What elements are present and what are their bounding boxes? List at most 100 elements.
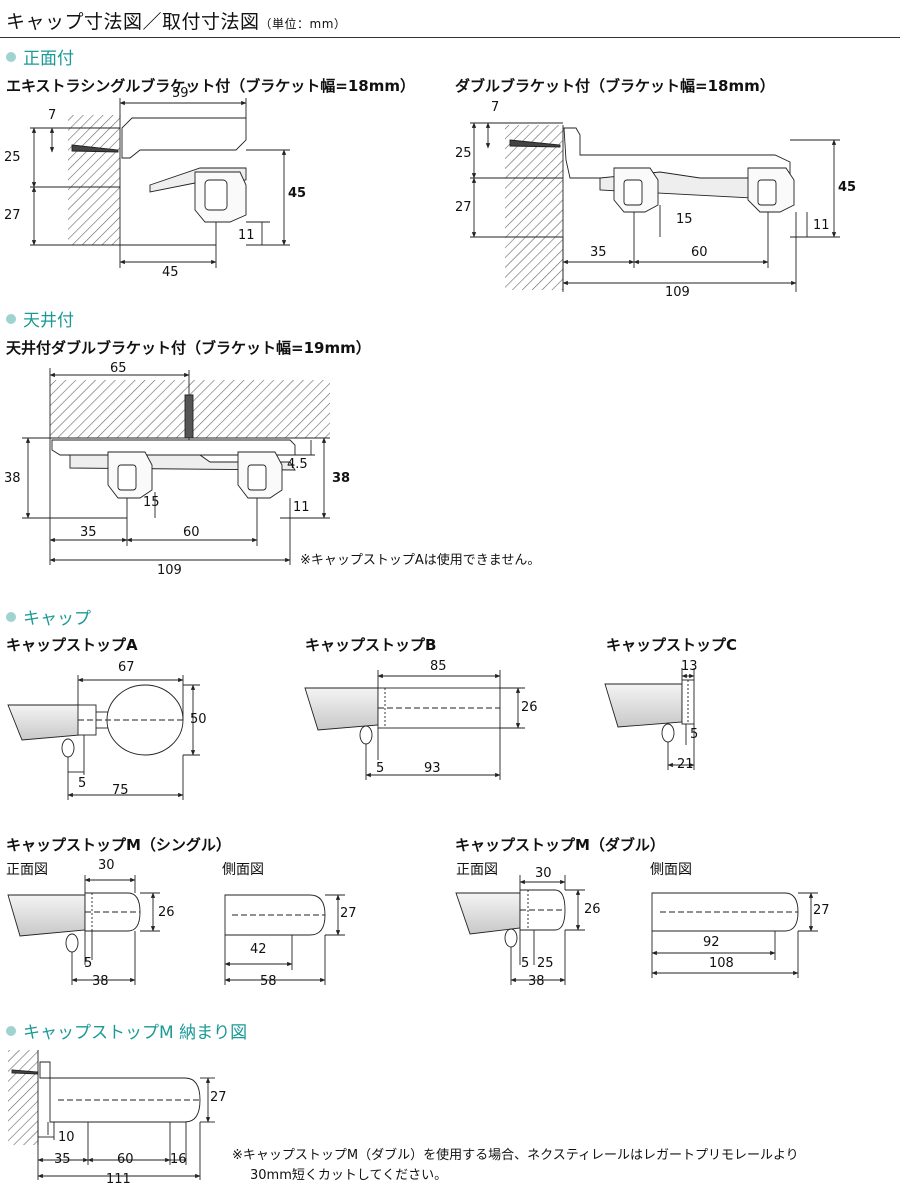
- dim-label: 45: [288, 186, 307, 201]
- subtitle-ceiling-double: 天井付ダブルブラケット付（ブラケット幅=19mm）: [6, 339, 371, 357]
- section-front: 正面付: [6, 44, 74, 69]
- dim-label: 35: [54, 1152, 71, 1167]
- section-cap-label: キャップ: [23, 609, 91, 629]
- dim-label: 35: [590, 245, 607, 260]
- dim-label: 93: [424, 761, 441, 776]
- subtitle-cap-c: キャップストップC: [606, 636, 738, 654]
- dim-label: 30: [535, 866, 552, 881]
- dim-label: 85: [430, 659, 447, 674]
- dim-label: 60: [117, 1152, 134, 1167]
- unit-label: （単位：mm）: [259, 17, 347, 31]
- dim-label: 67: [118, 660, 135, 675]
- view-label-side-single: 側面図: [222, 862, 264, 878]
- dim-label: 42: [250, 942, 267, 957]
- cap-stop-m-single-side-drawing: [224, 894, 345, 985]
- dim-label: 7: [491, 100, 500, 115]
- title-rule: [0, 37, 900, 38]
- dim-label: 111: [106, 1172, 131, 1187]
- dim-label: 27: [210, 1090, 227, 1105]
- dim-label: 50: [190, 712, 207, 727]
- dim-label: 58: [260, 974, 277, 989]
- dim-label: 75: [112, 783, 129, 798]
- dim-label: 59: [172, 86, 189, 101]
- ceiling-bracket-drawing: [22, 368, 330, 565]
- note-ceiling: ※キャップストップAは使用できません。: [300, 553, 541, 568]
- extra-single-bracket-drawing: [30, 98, 290, 268]
- dim-label: 26: [158, 905, 175, 920]
- cap-stop-m-double-front-drawing: [455, 875, 585, 985]
- subtitle-capm-single: キャップストップM（シングル）: [6, 836, 231, 854]
- dim-label: 35: [80, 525, 97, 540]
- dim-label: 45: [162, 265, 179, 280]
- cap-stop-a-drawing: [7, 675, 200, 800]
- page-title-text: キャップ寸法図／取付寸法図: [6, 11, 260, 33]
- page-title: キャップ寸法図／取付寸法図（単位：mm）: [6, 7, 346, 34]
- cap-stop-m-double-side-drawing: [651, 892, 818, 978]
- dim-label: 4.5: [287, 457, 308, 472]
- bullet-icon: [6, 52, 16, 62]
- dim-label: 5: [376, 761, 385, 776]
- cap-stop-m-fit-drawing: [8, 1050, 215, 1180]
- dim-label: 109: [157, 563, 182, 578]
- dim-label: 38: [4, 471, 21, 486]
- dim-label: 92: [703, 935, 720, 950]
- dim-label: 16: [170, 1152, 187, 1167]
- dim-label: 30: [98, 858, 115, 873]
- dim-label: 5: [521, 956, 530, 971]
- dim-label: 13: [681, 659, 698, 674]
- dim-label: 11: [813, 218, 830, 233]
- subtitle-cap-a: キャップストップA: [6, 636, 138, 654]
- view-label-front-single: 正面図: [6, 862, 48, 878]
- dim-label: 15: [676, 212, 693, 227]
- dim-label: 7: [48, 108, 57, 123]
- dim-label: 38: [332, 471, 351, 486]
- dim-label: 5: [690, 727, 699, 742]
- dim-label: 11: [293, 500, 310, 515]
- view-label-side-double: 側面図: [650, 862, 692, 878]
- dim-label: 38: [528, 974, 545, 989]
- section-capm-fit: キャップストップM 納まり図: [6, 1018, 247, 1043]
- dim-label: 38: [92, 974, 109, 989]
- dim-label: 27: [4, 208, 21, 223]
- dim-label: 65: [110, 361, 127, 376]
- note-capm-line2: 30mm短くカットしてください。: [250, 1168, 448, 1183]
- subtitle-cap-b: キャップストップB: [305, 636, 437, 654]
- dim-label: 25: [455, 146, 472, 161]
- note-capm-line1: ※キャップストップM（ダブル）を使用する場合、ネクスティレールはレガートプリモレ…: [232, 1148, 799, 1163]
- section-front-label: 正面付: [23, 49, 74, 69]
- dim-label: 60: [183, 525, 200, 540]
- double-bracket-drawing: [470, 122, 840, 292]
- dim-label: 109: [665, 285, 690, 300]
- dim-label: 10: [58, 1130, 75, 1145]
- bullet-icon: [6, 612, 16, 622]
- dim-label: 45: [838, 180, 857, 195]
- dim-label: 5: [78, 776, 87, 791]
- dim-label: 27: [340, 906, 357, 921]
- bullet-icon: [6, 1026, 16, 1036]
- dim-label: 25: [4, 150, 21, 165]
- dim-label: 21: [677, 757, 694, 772]
- dim-label: 5: [84, 956, 93, 971]
- bullet-icon: [6, 314, 16, 324]
- dim-label: 26: [521, 700, 538, 715]
- subtitle-extra-single: エキストラシングルブラケット付（ブラケット幅=18mm）: [6, 77, 415, 95]
- view-label-front-double: 正面図: [456, 862, 498, 878]
- dim-label: 26: [584, 902, 601, 917]
- section-ceiling-label: 天井付: [23, 311, 74, 331]
- dim-label: 27: [813, 903, 830, 918]
- dim-label: 108: [709, 956, 734, 971]
- subtitle-capm-double: キャップストップM（ダブル）: [455, 836, 665, 854]
- section-cap: キャップ: [6, 604, 91, 629]
- section-ceiling: 天井付: [6, 306, 74, 331]
- cap-stop-b-drawing: [304, 670, 525, 780]
- cap-stop-m-single-front-drawing: [7, 875, 160, 985]
- subtitle-double-bracket: ダブルブラケット付（ブラケット幅=18mm）: [455, 77, 775, 95]
- cap-stop-c-drawing: [604, 668, 695, 770]
- section-capm-fit-label: キャップストップM 納まり図: [23, 1023, 248, 1043]
- dim-label: 25: [537, 956, 554, 971]
- dim-label: 11: [238, 228, 255, 243]
- dim-label: 60: [691, 245, 708, 260]
- dim-label: 27: [455, 200, 472, 215]
- dim-label: 15: [143, 495, 160, 510]
